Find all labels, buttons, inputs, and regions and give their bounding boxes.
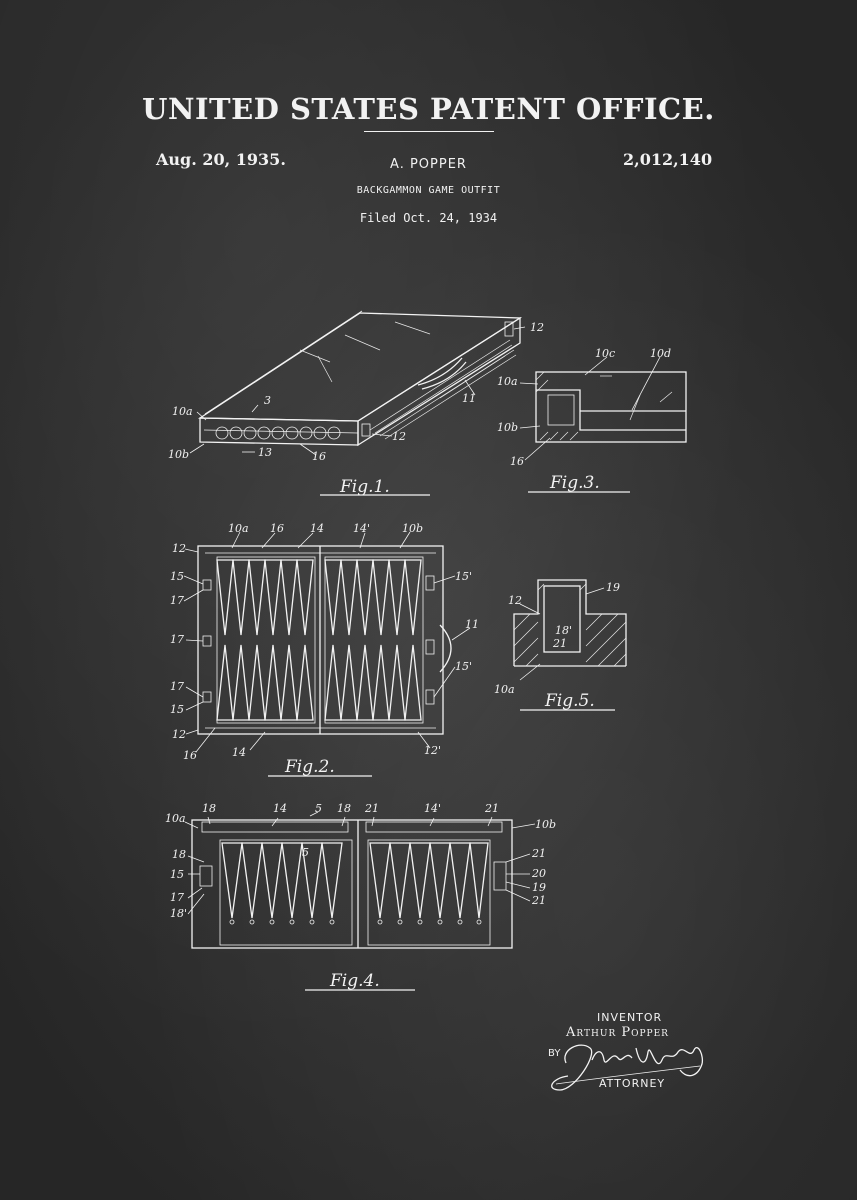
- svg-text:17: 17: [170, 891, 184, 904]
- figure-2: 10a 16 14 14' 10b 12 15 17 17 17 15 12 1…: [170, 522, 479, 777]
- svg-text:21: 21: [552, 637, 567, 650]
- svg-text:18: 18: [172, 848, 186, 861]
- svg-text:5: 5: [315, 802, 322, 815]
- attorney-label: ATTORNEY: [599, 1077, 666, 1090]
- svg-text:12': 12': [424, 744, 441, 757]
- by-label: BY: [548, 1048, 561, 1059]
- svg-text:16: 16: [270, 522, 284, 535]
- svg-text:20: 20: [531, 867, 546, 880]
- svg-text:10a: 10a: [494, 683, 515, 696]
- attorney-signature: [551, 1044, 704, 1091]
- svg-text:16: 16: [510, 455, 524, 468]
- svg-text:14': 14': [424, 802, 441, 815]
- svg-text:14: 14: [273, 802, 287, 815]
- svg-text:13: 13: [258, 446, 272, 459]
- svg-text:12: 12: [172, 728, 186, 741]
- svg-text:15': 15': [455, 570, 472, 583]
- patent-subject: BACKGAMMON GAME OUTFIT: [356, 185, 501, 196]
- svg-text:10d: 10d: [650, 347, 671, 360]
- svg-text:10a: 10a: [172, 405, 193, 418]
- svg-text:10b: 10b: [402, 522, 423, 535]
- svg-text:3: 3: [264, 394, 271, 407]
- svg-text:12: 12: [508, 594, 522, 607]
- svg-text:10a: 10a: [228, 522, 249, 535]
- svg-text:12: 12: [172, 542, 186, 555]
- svg-text:21: 21: [531, 847, 546, 860]
- svg-text:17: 17: [170, 680, 184, 693]
- svg-text:16: 16: [312, 450, 326, 463]
- svg-text:19: 19: [606, 581, 620, 594]
- filed-date: Filed Oct. 24, 1934: [359, 211, 498, 225]
- figure-5: 19 12 18' 21 10a Fig.5.: [494, 579, 627, 711]
- inventor-heading: A. POPPER: [390, 157, 467, 172]
- svg-text:19: 19: [532, 881, 546, 894]
- figure-4: 10a 18 14 5 18 21 14' 21 10b 18 5 15 17 …: [165, 802, 556, 991]
- svg-text:10c: 10c: [595, 347, 615, 360]
- svg-text:21: 21: [364, 802, 379, 815]
- inventor-name: Arthur Popper: [566, 1025, 669, 1040]
- svg-text:12: 12: [530, 321, 544, 334]
- svg-text:17: 17: [170, 594, 184, 607]
- svg-text:21: 21: [531, 894, 546, 907]
- title-rule: [364, 131, 494, 132]
- svg-text:10a: 10a: [165, 812, 186, 825]
- svg-text:11: 11: [462, 392, 476, 405]
- patent-number: 2,012,140: [623, 150, 713, 169]
- figure-3: 10c 10d 10a 10b 16 Fig.3.: [497, 347, 687, 493]
- svg-text:Fig.2.: Fig.2.: [284, 757, 335, 777]
- svg-text:14: 14: [310, 522, 324, 535]
- figure-1: 12 11 10a 3 12 10b 13 16 Fig.1.: [168, 310, 544, 497]
- svg-text:14: 14: [232, 746, 246, 759]
- svg-text:18': 18': [555, 624, 572, 637]
- svg-text:16: 16: [183, 749, 197, 762]
- patent-date: Aug. 20, 1935.: [156, 150, 286, 169]
- svg-text:18: 18: [202, 802, 216, 815]
- svg-text:14': 14': [353, 522, 370, 535]
- inventor-label: INVENTOR: [597, 1011, 663, 1024]
- svg-text:11: 11: [465, 618, 479, 631]
- svg-text:10a: 10a: [497, 375, 518, 388]
- svg-text:10b: 10b: [168, 448, 189, 461]
- svg-text:18: 18: [337, 802, 351, 815]
- svg-text:12: 12: [392, 430, 406, 443]
- svg-text:15: 15: [170, 570, 184, 583]
- svg-text:Fig.1.: Fig.1.: [339, 477, 390, 497]
- svg-text:10b: 10b: [535, 818, 556, 831]
- svg-text:18': 18': [170, 907, 187, 920]
- svg-text:Fig.5.: Fig.5.: [544, 691, 595, 711]
- svg-text:15: 15: [170, 868, 184, 881]
- svg-text:Fig.3.: Fig.3.: [549, 473, 600, 493]
- svg-text:10b: 10b: [497, 421, 518, 434]
- svg-text:15: 15: [170, 703, 184, 716]
- svg-text:21: 21: [484, 802, 499, 815]
- svg-text:Fig.4.: Fig.4.: [329, 971, 380, 991]
- office-title: UNITED STATES PATENT OFFICE.: [142, 92, 715, 126]
- svg-text:5: 5: [302, 846, 309, 859]
- svg-text:15': 15': [455, 660, 472, 673]
- svg-text:17: 17: [170, 633, 184, 646]
